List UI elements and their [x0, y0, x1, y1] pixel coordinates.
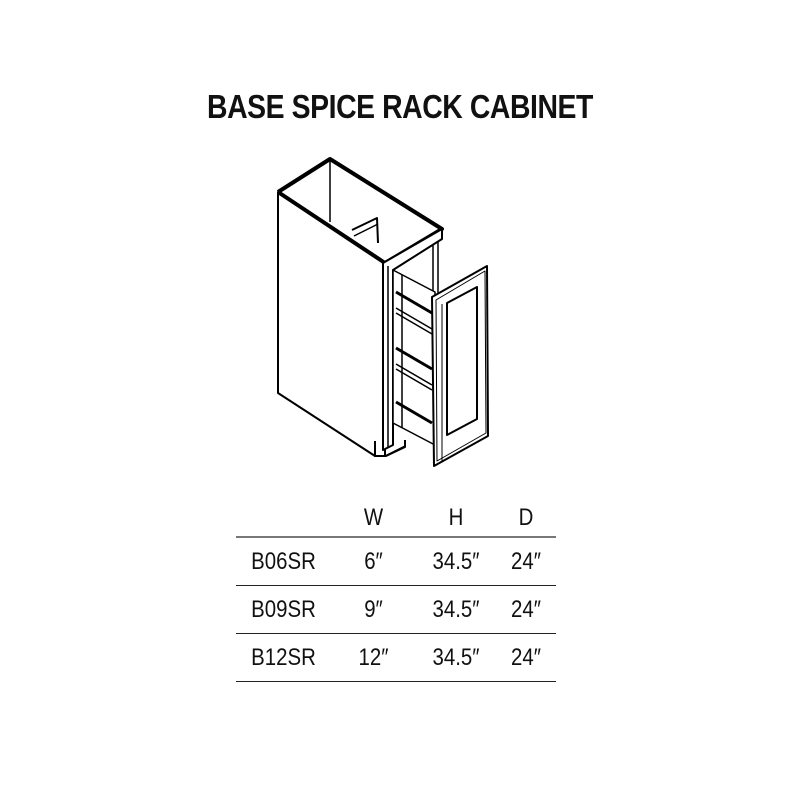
width-cell: 12″: [358, 643, 389, 671]
width-cell: 6″: [364, 547, 383, 575]
spec-table: W H D B06SR 6″ 34.5″ 24″ B09SR 9″ 34.5″ …: [236, 500, 556, 682]
width-cell: 9″: [364, 595, 383, 623]
header-depth: D: [518, 504, 534, 531]
table-row: B09SR 9″ 34.5″ 24″: [236, 586, 556, 634]
model-cell: B09SR: [251, 595, 316, 623]
table-header-row: W H D: [236, 500, 556, 538]
height-cell: 34.5″: [432, 595, 480, 623]
height-cell: 34.5″: [432, 643, 480, 671]
depth-cell: 24″: [511, 547, 541, 575]
header-width: W: [363, 504, 384, 531]
page-title: BASE SPICE RACK CABINET: [207, 88, 593, 125]
model-cell: B12SR: [251, 643, 316, 671]
depth-cell: 24″: [511, 595, 541, 623]
table-row: B12SR 12″ 34.5″ 24″: [236, 634, 556, 682]
header-height: H: [448, 504, 464, 531]
height-cell: 34.5″: [432, 547, 480, 575]
depth-cell: 24″: [511, 643, 541, 671]
model-cell: B06SR: [251, 547, 316, 575]
table-row: B06SR 6″ 34.5″ 24″: [236, 538, 556, 586]
